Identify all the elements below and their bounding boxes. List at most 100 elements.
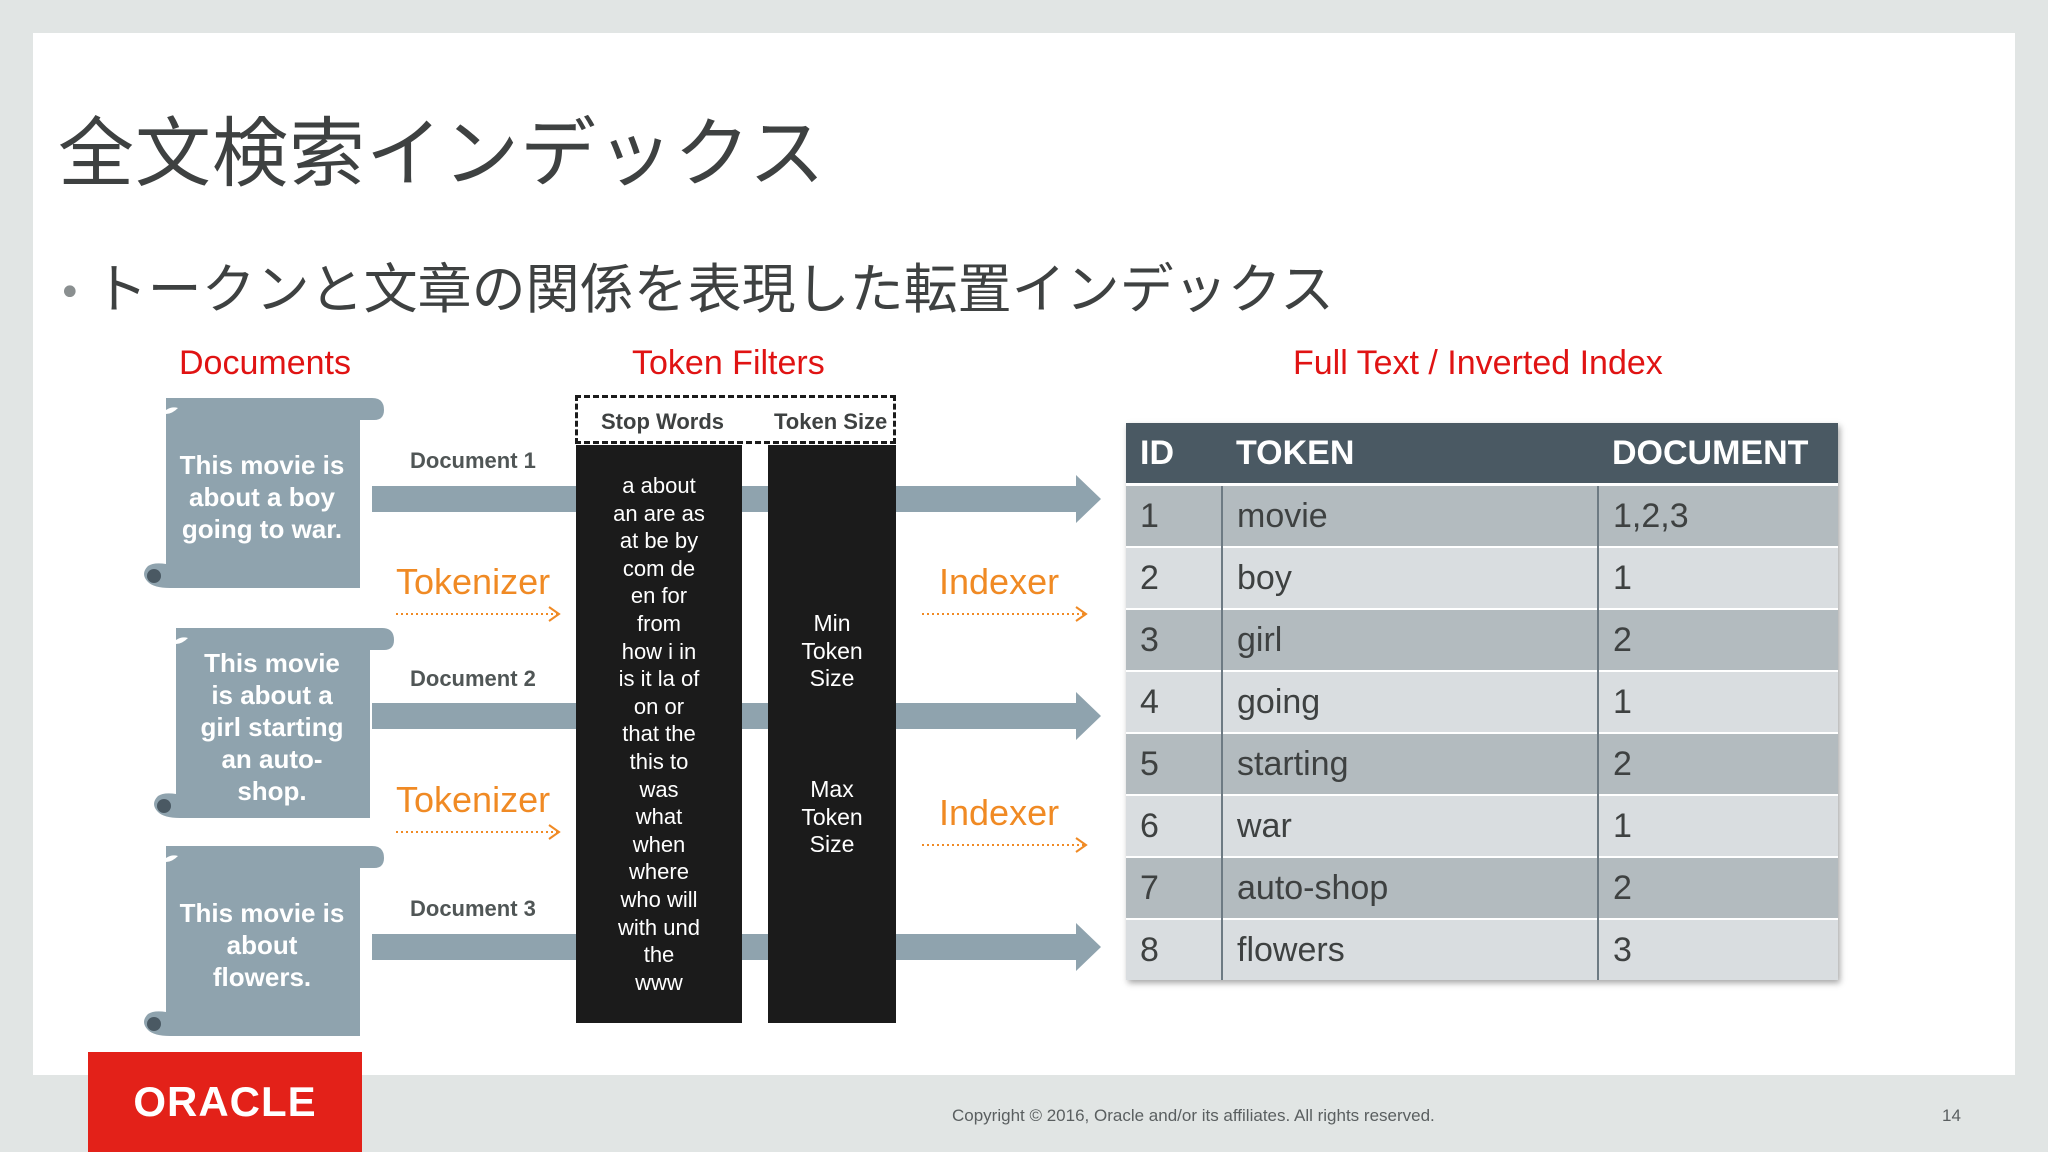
cell-document: 2 bbox=[1598, 856, 1838, 919]
cell-id: 8 bbox=[1126, 918, 1223, 980]
document-3-text: This movie is about flowers. bbox=[170, 897, 354, 993]
bullet-point: •トークンと文章の関係を表現した転置インデックス bbox=[58, 245, 1334, 324]
document-3-line: flowers. bbox=[212, 962, 312, 992]
stop-word-line: www bbox=[635, 969, 683, 995]
cell-document: 3 bbox=[1598, 918, 1838, 980]
cell-id: 5 bbox=[1126, 732, 1223, 795]
stop-word-line: from bbox=[637, 610, 681, 636]
document-1-label: Document 1 bbox=[410, 448, 536, 473]
stop-word-line: the bbox=[643, 942, 675, 968]
cell-token: movie bbox=[1222, 483, 1599, 547]
stop-word-line: how i in bbox=[621, 638, 697, 664]
cell-token: going bbox=[1222, 670, 1599, 733]
document-2-line: This movie bbox=[204, 648, 340, 678]
cell-id: 2 bbox=[1126, 546, 1223, 609]
stop-word-line: is it la of bbox=[618, 666, 700, 692]
document-2-line: an auto- bbox=[221, 744, 323, 774]
document-1-text: This movie is about a boy going to war. bbox=[170, 449, 354, 545]
document-3-label: Document 3 bbox=[410, 896, 536, 921]
max-token-size-line: Max bbox=[810, 776, 854, 802]
stop-word-line: that the bbox=[622, 721, 696, 747]
stop-words-header: Stop Words bbox=[601, 409, 725, 434]
stop-word-line: en for bbox=[630, 583, 688, 609]
document-1-line: about a boy bbox=[189, 482, 335, 512]
cell-document: 2 bbox=[1598, 732, 1838, 795]
cell-token: girl bbox=[1222, 608, 1599, 671]
stop-word-line: where bbox=[629, 859, 689, 885]
indexer-label-1: Indexer bbox=[939, 561, 1060, 602]
min-token-size: Min Token Size bbox=[768, 610, 896, 693]
max-token-size-line: Token bbox=[801, 803, 863, 830]
tokenizer-label-2: Tokenizer bbox=[396, 779, 551, 820]
cell-token: flowers bbox=[1222, 918, 1599, 980]
cell-id: 6 bbox=[1126, 794, 1223, 857]
slide-title: 全文検索インデックス bbox=[58, 109, 826, 198]
document-2-scroll-icon bbox=[154, 628, 394, 818]
oracle-logo-text: ORACLE bbox=[133, 1078, 317, 1125]
stop-word-line: this to bbox=[629, 748, 689, 774]
cell-token: auto-shop bbox=[1222, 856, 1599, 919]
stop-word-line: what bbox=[635, 804, 683, 830]
tokenizer1-arrowhead bbox=[548, 606, 561, 622]
cell-token: starting bbox=[1222, 732, 1599, 795]
cell-document: 2 bbox=[1598, 608, 1838, 671]
column-header-id: ID bbox=[1126, 423, 1222, 485]
filter-header-box: Stop Words Token Size bbox=[575, 395, 896, 444]
document-3-line: about bbox=[226, 930, 298, 960]
document-1-scroll-icon bbox=[144, 398, 384, 588]
indexer-label-2: Indexer bbox=[939, 792, 1060, 833]
stop-word-line: com de bbox=[622, 555, 696, 581]
cell-id: 4 bbox=[1126, 670, 1223, 733]
token-size-column: Min Token Size Max Token Size bbox=[768, 445, 896, 1023]
max-token-size-line: Size bbox=[809, 831, 855, 857]
stop-word-line: who will bbox=[620, 886, 698, 912]
cell-id: 7 bbox=[1126, 856, 1223, 919]
indexer2-arrowhead bbox=[1075, 837, 1088, 853]
cell-document: 1,2,3 bbox=[1598, 483, 1838, 547]
document-3-line: This movie is bbox=[179, 898, 345, 928]
token-size-header: Token Size bbox=[774, 409, 888, 434]
min-token-size-line: Token bbox=[801, 637, 863, 664]
stop-word-line: a about bbox=[622, 473, 696, 498]
column-header-document: DOCUMENT bbox=[1598, 423, 1838, 485]
column-header-token: TOKEN bbox=[1222, 423, 1598, 485]
cell-id: 1 bbox=[1126, 483, 1223, 547]
min-token-size-line: Size bbox=[809, 665, 855, 691]
table-header-row: ID TOKEN DOCUMENT bbox=[1126, 423, 1838, 485]
indexer1-arrowhead bbox=[1075, 606, 1088, 622]
copyright-notice: Copyright © 2016, Oracle and/or its affi… bbox=[952, 1106, 1435, 1125]
doc2-arrow-head bbox=[1076, 692, 1101, 740]
document-2-line: girl starting bbox=[200, 712, 344, 742]
document-2-label: Document 2 bbox=[410, 666, 536, 691]
cell-document: 1 bbox=[1598, 546, 1838, 609]
document-2-line: shop. bbox=[237, 776, 307, 806]
stop-word-line: was bbox=[639, 776, 679, 802]
stop-word-line: an are as bbox=[613, 500, 705, 526]
dotted-arrows bbox=[396, 606, 1088, 853]
max-token-size: Max Token Size bbox=[768, 776, 896, 859]
cell-token: war bbox=[1222, 794, 1599, 857]
document-3-scroll-icon bbox=[144, 846, 384, 1036]
tokenizer2-arrowhead bbox=[548, 824, 561, 840]
stop-word-line: at be by bbox=[619, 528, 699, 554]
stop-word-line: on or bbox=[633, 693, 685, 719]
oracle-logo: ORACLE bbox=[88, 1052, 362, 1152]
token-filters-heading: Token Filters bbox=[632, 344, 825, 382]
document-2-line: is about a bbox=[211, 680, 333, 710]
bullet-dot: • bbox=[58, 270, 82, 317]
stop-word-line: with und bbox=[618, 914, 700, 940]
cell-token: boy bbox=[1222, 546, 1599, 609]
document-1-line: This movie is bbox=[179, 450, 345, 480]
inverted-index-heading: Full Text / Inverted Index bbox=[1293, 344, 1663, 382]
